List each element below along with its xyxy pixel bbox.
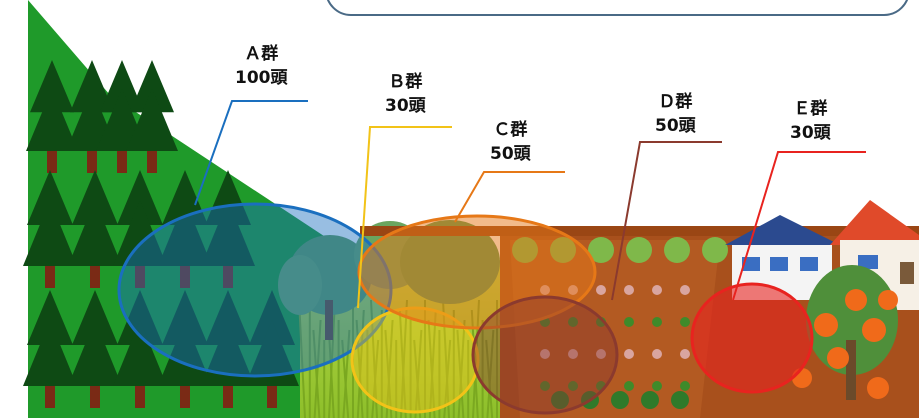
group-d-name: Ｄ群: [658, 92, 693, 112]
group-d-ellipse: [471, 295, 619, 415]
pine-tree: [113, 290, 167, 408]
group-c-ellipse: [357, 214, 597, 330]
group-e-name: Ｅ群: [793, 99, 828, 119]
persimmon-tree: [792, 265, 898, 400]
group-e-count: 30頭: [790, 123, 831, 143]
pine-tree: [26, 60, 78, 173]
group-a-ellipse: [117, 202, 393, 378]
group-c-count: 50頭: [490, 144, 531, 164]
group-b-count: 30頭: [385, 96, 426, 116]
group-b-label: Ｂ群 30頭: [385, 70, 426, 118]
pine-tree: [201, 290, 255, 408]
group-e-ellipse: [690, 282, 814, 394]
pine-tree: [126, 60, 178, 173]
group-a-label: Ａ群 100頭: [235, 42, 288, 90]
pine-tree: [23, 290, 77, 408]
field-top-strip: [360, 226, 919, 236]
pine-tree: [201, 170, 255, 288]
pine-tree: [23, 170, 77, 288]
group-c-label: Ｃ群 50頭: [490, 118, 531, 166]
pine-tree: [68, 170, 122, 288]
crop-plants: [512, 237, 728, 409]
group-c-leader: [454, 171, 565, 223]
group-e-leader: [732, 151, 866, 301]
group-b-name: Ｂ群: [388, 72, 423, 92]
group-a-name: Ａ群: [244, 44, 279, 64]
group-a-count: 100頭: [235, 68, 288, 88]
pine-tree: [68, 290, 122, 408]
group-d-leader: [611, 141, 722, 301]
group-a-leader: [194, 100, 308, 206]
group-d-count: 50頭: [655, 116, 696, 136]
group-e-label: Ｅ群 30頭: [790, 97, 831, 145]
forest-trees: [23, 60, 299, 408]
group-b-leader: [357, 126, 452, 309]
pine-tree: [245, 290, 299, 408]
pine-tree: [113, 170, 167, 288]
group-d-label: Ｄ群 50頭: [655, 90, 696, 138]
group-c-name: Ｃ群: [493, 120, 528, 140]
